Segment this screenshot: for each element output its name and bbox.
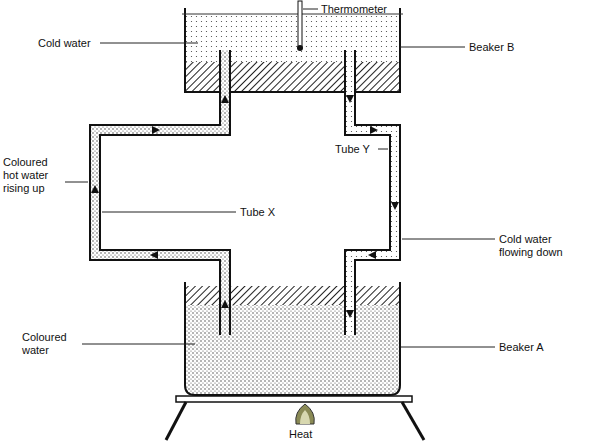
tripod-stand	[166, 396, 424, 440]
flow-label: Coloured hot water rising up	[3, 156, 63, 195]
thermometer	[297, 1, 303, 51]
tube-x	[95, 50, 225, 335]
part-label: Tube Y	[335, 143, 370, 156]
part-label: Beaker A	[499, 341, 544, 354]
part-label: Beaker B	[469, 41, 514, 54]
part-label: Thermometer	[321, 3, 387, 16]
heat-label: Heat	[289, 428, 312, 441]
part-label: Coloured water	[22, 331, 80, 357]
part-label: Cold water	[38, 37, 91, 50]
flow-arrows	[91, 95, 399, 318]
beaker-a	[185, 282, 400, 395]
flow-label: Cold water flowing down	[499, 233, 587, 259]
burner-flame	[296, 404, 315, 424]
leader-lines	[65, 9, 495, 347]
beaker-b	[182, 8, 403, 92]
part-label: Tube X	[240, 206, 275, 219]
tube-y	[350, 50, 395, 335]
